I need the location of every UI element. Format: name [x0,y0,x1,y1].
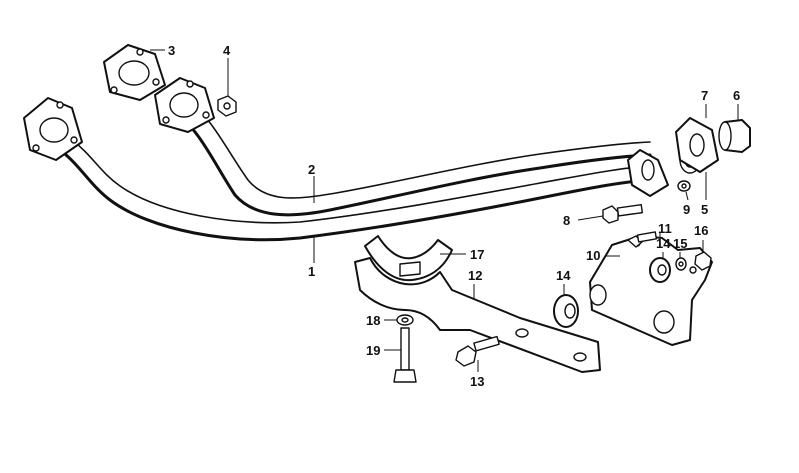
pipe-2-inlet-flange [154,77,215,133]
front-pipe-2 [173,99,652,217]
callout-13: 13 [470,374,484,389]
callout-15: 15 [673,236,687,251]
rubber-mount-14-lower [553,294,579,328]
leader-lines [150,49,739,372]
callout-4: 4 [223,43,231,58]
callout-9: 9 [683,202,690,217]
callout-3: 3 [168,43,175,58]
callout-8: 8 [563,213,570,228]
callout-6: 6 [733,88,740,103]
callout-12: 12 [468,268,482,283]
washer-18 [396,314,414,326]
bolt-13 [455,335,500,367]
pipe-1-inlet-flange [23,97,83,161]
callout-14-upper: 14 [656,236,671,251]
bolt-8 [602,203,644,224]
gasket-3 [103,44,166,101]
bracket-10 [589,235,713,346]
callout-16: 16 [694,223,708,238]
callout-10: 10 [586,248,600,263]
callout-1: 1 [308,264,315,279]
callout-7: 7 [701,88,708,103]
callout-5: 5 [701,202,708,217]
callout-17: 17 [470,247,484,262]
flange-7 [675,117,719,173]
callout-19: 19 [366,343,380,358]
rubber-mount-14-upper [649,257,671,283]
front-pipe-1 [58,139,652,242]
pipe-outlet-flange [627,149,669,197]
callout-18: 18 [366,313,380,328]
nut-4 [217,95,237,117]
clamp-strap-12 [354,257,601,373]
sleeve-6 [718,119,751,153]
washer-9 [677,180,691,192]
bolt-19 [393,327,417,383]
washer-15 [675,257,687,271]
nut-16 [694,251,712,271]
bolt-11 [627,231,658,248]
callout-14-lower: 14 [556,268,571,283]
callout-labels: 1 2 3 4 5 6 7 8 9 10 11 12 13 14 14 15 1… [168,43,740,389]
callout-2: 2 [308,162,315,177]
clamp-17 [364,235,453,282]
callout-11: 11 [658,221,672,236]
